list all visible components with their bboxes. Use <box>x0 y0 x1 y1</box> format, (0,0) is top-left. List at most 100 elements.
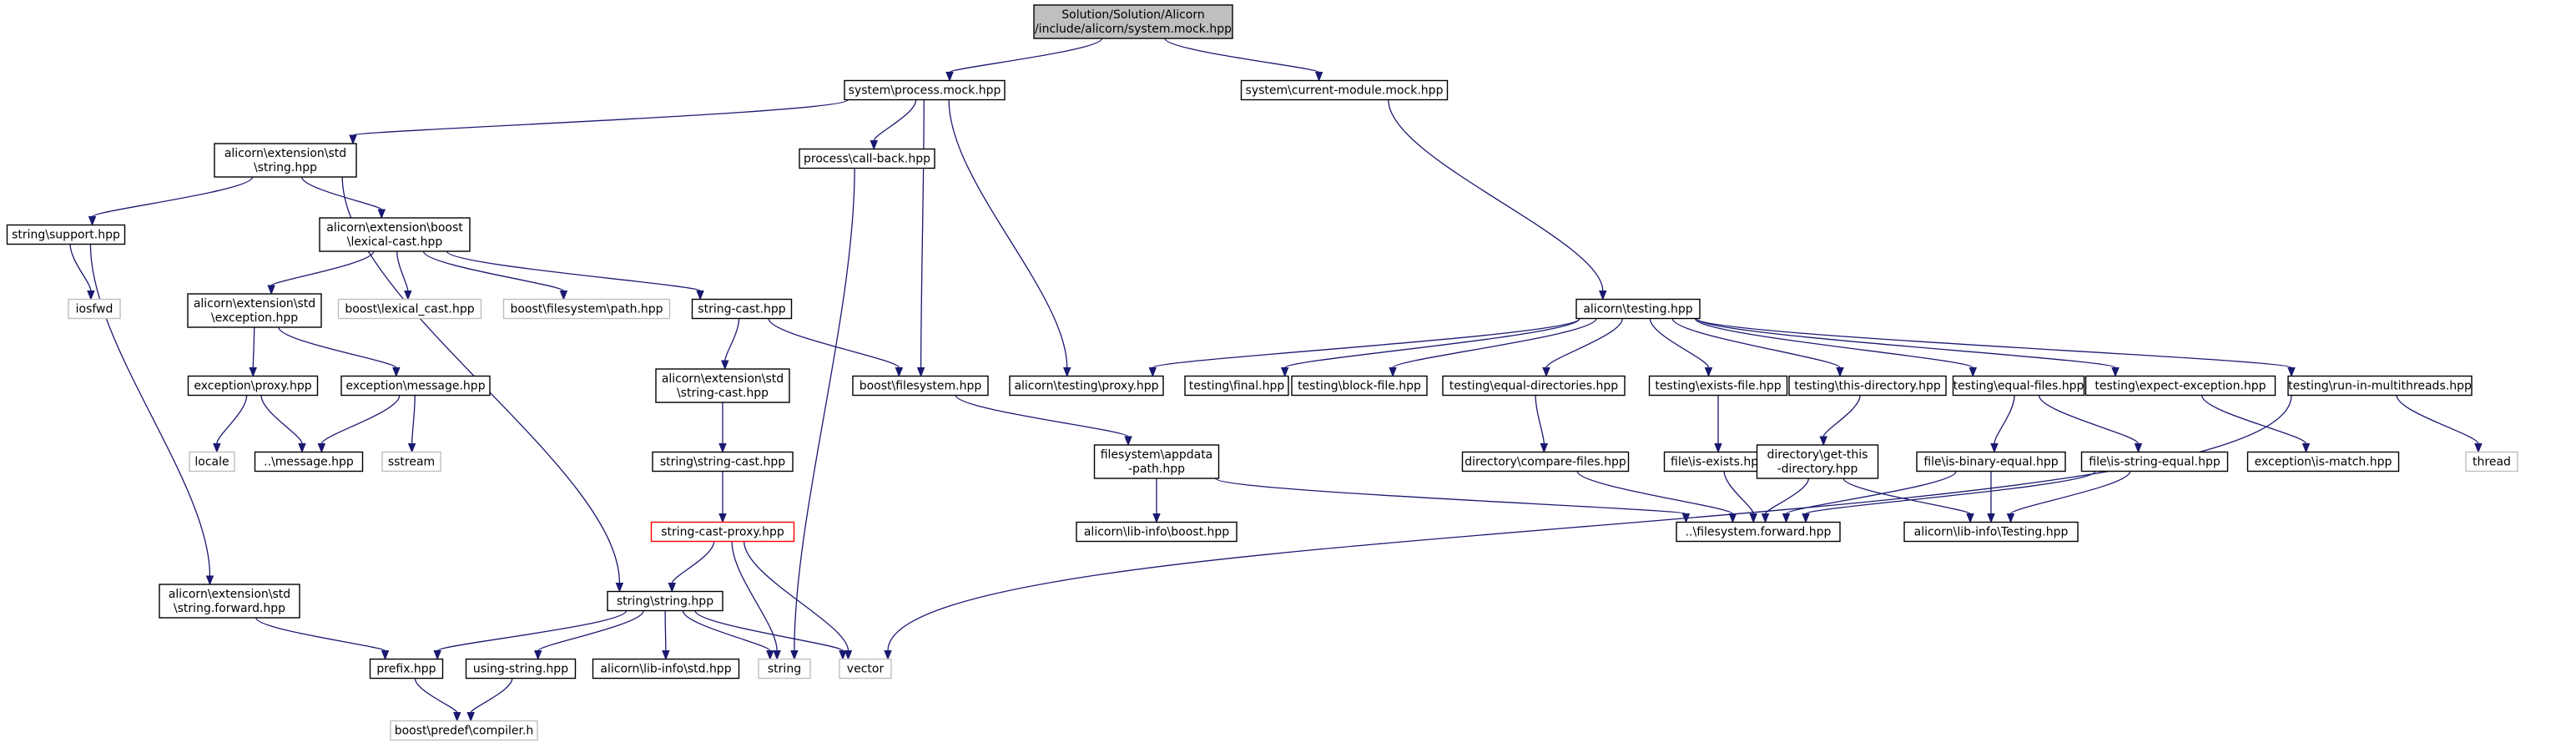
node-box <box>592 658 740 680</box>
edge-arrowhead <box>213 443 221 453</box>
node-box <box>187 293 322 328</box>
node-boost-lexical[interactable]: boost\lexical_cast.hpp <box>337 298 482 320</box>
node-process-mock[interactable]: system\process.mock.hpp <box>844 79 1006 101</box>
node-box <box>655 368 790 403</box>
node-root[interactable]: Solution/Solution/Alicorn/include/alicor… <box>1033 4 1233 39</box>
node-ext-exception[interactable]: alicorn\extension\std\exception.hpp <box>187 293 322 328</box>
node-box <box>337 298 482 320</box>
node-fs-appdata[interactable]: filesystem\appdata-path.hpp <box>1093 444 1220 479</box>
edge-arrowhead <box>1389 367 1397 377</box>
node-label: testing\expect-exception.hpp <box>2095 380 2266 393</box>
node-lib-info-testing[interactable]: alicorn\lib-info\Testing.hpp <box>1903 521 2079 543</box>
node-box <box>2465 451 2518 473</box>
edge-lexical-cast-ext-to-boost-fs-path <box>422 250 565 292</box>
node-string-string-cast[interactable]: string\string-cast.hpp <box>652 451 794 473</box>
node-current-module[interactable]: system\current-module.mock.hpp <box>1240 79 1449 101</box>
edge-exception-proxy-to-locale <box>216 395 248 444</box>
node-label: alicorn\testing.hpp <box>1583 303 1692 316</box>
node-file-is-exists[interactable]: file\is-exists.hpp <box>1663 451 1773 473</box>
edge-call-back-to-string-ext <box>794 168 855 651</box>
edge-string-cast-proxy-to-string-string <box>671 541 715 584</box>
edge-arrowhead <box>839 650 847 660</box>
node-dir-compare-files[interactable]: directory\compare-files.hpp <box>1461 451 1630 473</box>
edge-arrowhead <box>317 443 326 453</box>
node-dir-get-this[interactable]: directory\get-this-directory.hpp <box>1756 444 1879 479</box>
node-label: boost\filesystem\path.hpp <box>510 303 663 316</box>
node-vector[interactable]: vector <box>839 658 892 680</box>
node-boost-filesystem[interactable]: boost\filesystem.hpp <box>852 375 989 397</box>
node-fs-forward[interactable]: ..\filesystem.forward.hpp <box>1676 521 1841 543</box>
node-box <box>390 720 538 741</box>
edge-dir-compare-files-to-fs-forward <box>1576 471 1734 515</box>
node-box <box>839 658 892 680</box>
edge-arrowhead <box>1542 367 1550 377</box>
edge-arrowhead <box>1728 513 1737 523</box>
node-testing-equal-dirs[interactable]: testing\equal-directories.hpp <box>1442 375 1626 397</box>
edge-testing-equal-dirs-to-dir-compare-files <box>1535 395 1545 444</box>
node-string-string[interactable]: string\string.hpp <box>607 590 723 612</box>
node-sstream[interactable]: sstream <box>381 451 441 473</box>
edge-arrowhead <box>404 291 412 301</box>
node-prefix[interactable]: prefix.hpp <box>369 658 444 680</box>
node-ext-string-cast[interactable]: alicorn\extension\std\string-cast.hpp <box>655 368 790 403</box>
edge-fs-appdata-to-fs-forward <box>1214 478 1687 515</box>
node-alicorn-testing[interactable]: alicorn\testing.hpp <box>1575 298 1701 320</box>
edge-arrowhead <box>1969 367 1978 377</box>
node-boost-fs-path[interactable]: boost\filesystem\path.hpp <box>502 298 671 320</box>
node-box <box>2287 375 2473 397</box>
node-testing-run-mt[interactable]: testing\run-in-multithreads.hpp <box>2287 375 2473 397</box>
node-box <box>1676 521 1841 543</box>
node-exception-message[interactable]: exception\message.hpp <box>340 375 491 397</box>
node-box <box>691 298 793 320</box>
node-testing-exists-file[interactable]: testing\exists-file.hpp <box>1648 375 1788 397</box>
edge-arrowhead <box>2301 443 2311 453</box>
node-testing-expect-exc[interactable]: testing\expect-exception.hpp <box>2084 375 2276 397</box>
node-box <box>1076 521 1238 543</box>
node-label: thread <box>2473 456 2511 469</box>
node-exception-proxy[interactable]: exception\proxy.hpp <box>187 375 319 397</box>
node-box <box>1093 444 1220 479</box>
edge-ext-string-forward-to-prefix <box>255 617 386 652</box>
node-box <box>1648 375 1788 397</box>
node-string-support[interactable]: string\support.hpp <box>6 224 126 245</box>
node-file-is-string-equal[interactable]: file\is-string-equal.hpp <box>2080 451 2229 473</box>
node-lib-info-boost[interactable]: alicorn\lib-info\boost.hpp <box>1076 521 1238 543</box>
node-label: string-cast.hpp <box>698 303 786 316</box>
edge-testing-equal-files-to-file-is-string-equal <box>2038 395 2140 444</box>
node-lib-info-std[interactable]: alicorn\lib-info\std.hpp <box>592 658 740 680</box>
edge-string-support-to-iosfwd <box>69 244 92 291</box>
node-using-string[interactable]: using-string.hpp <box>465 658 577 680</box>
node-box <box>1916 451 2066 473</box>
edge-arrowhead <box>392 367 401 377</box>
edge-ext-string-to-string-support <box>91 176 254 218</box>
node-locale[interactable]: locale <box>189 451 235 473</box>
edge-ext-exception-to-exception-message <box>278 326 397 369</box>
node-testing-final[interactable]: testing\final.hpp <box>1184 375 1289 397</box>
node-string-cast[interactable]: string-cast.hpp <box>691 298 793 320</box>
node-boost-predef[interactable]: boost\predef\compiler.h <box>390 720 538 741</box>
edge-process-mock-to-call-back <box>873 99 917 141</box>
node-label: testing\equal-files.hpp <box>1953 380 2084 393</box>
node-exception-is-match[interactable]: exception\is-match.hpp <box>2246 451 2400 473</box>
node-ext-string[interactable]: alicorn\extension\std\string.hpp <box>214 143 357 178</box>
node-call-back[interactable]: process\call-back.hpp <box>799 148 935 169</box>
node-testing-block-file[interactable]: testing\block-file.hpp <box>1291 375 1428 397</box>
node-label: alicorn\testing\proxy.hpp <box>1014 380 1158 393</box>
edge-file-is-string-equal-to-fs-forward <box>1805 470 2096 515</box>
node-testing-equal-files[interactable]: testing\equal-files.hpp <box>1952 375 2085 397</box>
node-iosfwd[interactable]: iosfwd <box>68 298 121 320</box>
node-thread[interactable]: thread <box>2465 451 2518 473</box>
node-testing-proxy[interactable]: alicorn\testing\proxy.hpp <box>1009 375 1164 397</box>
node-string-cast-proxy[interactable]: string-cast-proxy.hpp <box>650 521 795 543</box>
node-ext-string-forward[interactable]: alicorn\extension\std\string.forward.hpp <box>159 584 300 619</box>
node-label: -path.hpp <box>1128 462 1185 476</box>
node-box <box>758 658 811 680</box>
edge-root-to-process-mock <box>949 38 1103 73</box>
node-file-is-binary-equal[interactable]: file\is-binary-equal.hpp <box>1916 451 2066 473</box>
node-box <box>852 375 989 397</box>
node-message-hpp[interactable]: ..\message.hpp <box>254 451 364 473</box>
node-testing-this-dir[interactable]: testing\this-directory.hpp <box>1788 375 1947 397</box>
node-lexical-cast-ext[interactable]: alicorn\extension\boost\lexical-cast.hpp <box>319 217 471 252</box>
node-string-ext[interactable]: string <box>758 658 811 680</box>
